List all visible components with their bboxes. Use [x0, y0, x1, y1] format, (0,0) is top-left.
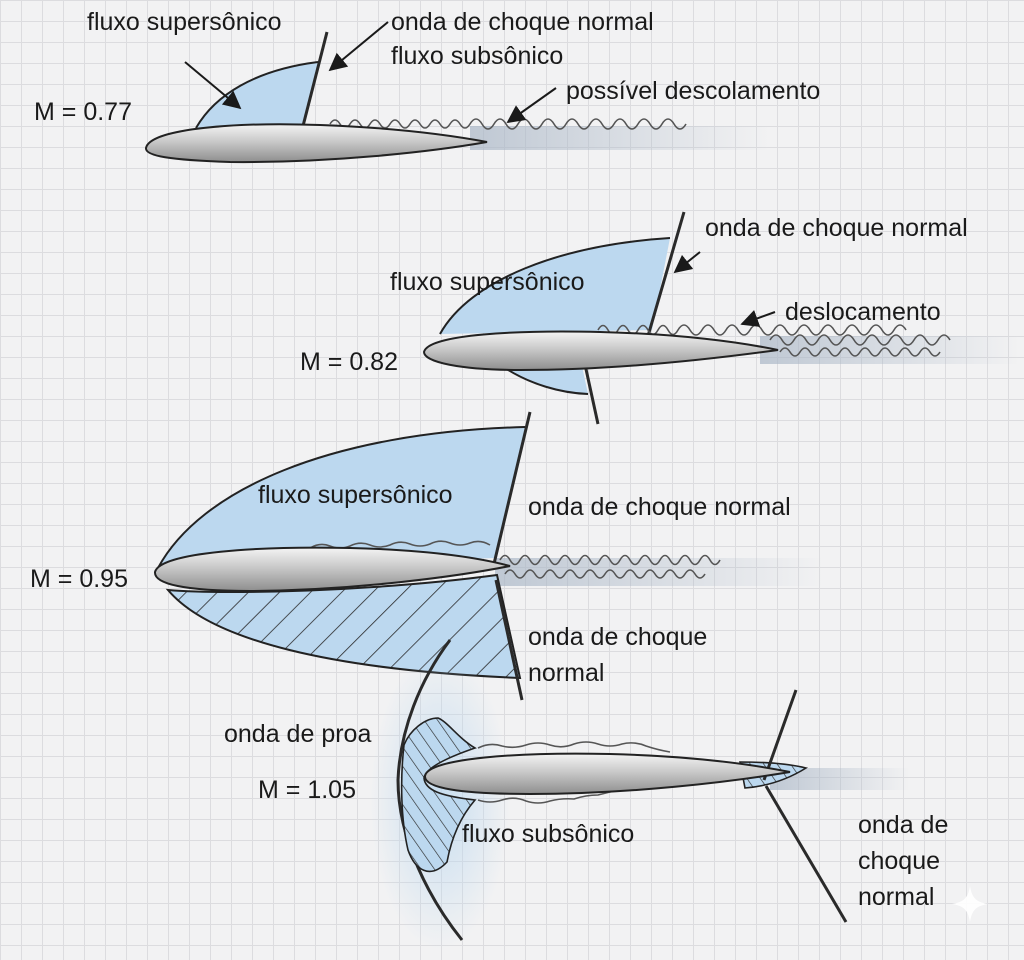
separation-curls: [329, 118, 687, 130]
pointer-arrow: [184, 61, 242, 110]
separation-curls: [769, 334, 951, 346]
label-normal-shock: onda de choque normal: [705, 214, 968, 242]
label-normal-shock-lower-1: onda de choque: [528, 623, 707, 651]
normal-shock-wave-upper: [491, 411, 532, 569]
normal-shock-wave-upper: [762, 689, 798, 781]
lower-supersonic-region: [505, 366, 588, 394]
label-normal-shock: onda de choque normal: [391, 8, 654, 36]
bow-wave: [396, 639, 464, 941]
mach-number: M = 0.82: [300, 348, 398, 376]
supersonic-region: [440, 238, 670, 334]
label-normal-shock-upper: onda de choque normal: [528, 493, 791, 521]
supersonic-region-upper: [158, 427, 525, 568]
label-supersonic-flow: fluxo supersônico: [87, 8, 282, 36]
normal-shock-wave-lower: [764, 785, 848, 923]
label-normal-shock-1: onda de: [858, 811, 948, 839]
normal-shock-wave: [646, 211, 686, 337]
label-possible-separation: possível descolamento: [566, 77, 820, 105]
boundary-layer: [477, 741, 671, 753]
wake: [495, 558, 825, 586]
diagram-m095: M = 0.95 fluxo supersônico onda de choqu…: [30, 411, 825, 701]
diagram-m082: M = 0.82 onda de choque normal fluxo sup…: [300, 211, 1020, 425]
diagram-m105: onda de proa M = 1.05 fluxo subsônico on…: [224, 639, 948, 950]
separation-curls: [779, 347, 941, 357]
supersonic-region-outline: [195, 61, 319, 129]
supersonic-region-upper-outline: [157, 426, 526, 569]
normal-shock-wave-lower: [494, 579, 524, 701]
pointer-arrow: [673, 251, 701, 274]
lower-supersonic-outline: [504, 367, 589, 395]
label-normal-shock-lower-2: normal: [528, 659, 604, 687]
sparkle-icon: [952, 886, 988, 922]
wake: [770, 768, 910, 790]
label-separation: deslocamento: [785, 298, 941, 326]
airfoil: [422, 330, 779, 372]
boundary-layer: [477, 788, 623, 804]
mach-number: M = 0.95: [30, 565, 128, 593]
supersonic-region-outline: [439, 237, 671, 335]
pointer-arrow: [506, 87, 557, 124]
label-subsonic-flow: fluxo subsônico: [391, 42, 563, 70]
mach-number: M = 0.77: [34, 98, 132, 126]
diagram-m077: M = 0.77 fluxo supersônico onda de choqu…: [34, 8, 820, 164]
label-normal-shock-2: choque: [858, 847, 940, 875]
separation-curls: [597, 324, 907, 336]
airfoil: [424, 752, 791, 796]
label-bow-wave: onda de proa: [224, 720, 371, 748]
lower-shock-wave: [582, 359, 600, 425]
label-supersonic-flow: fluxo supersônico: [258, 481, 453, 509]
wake: [470, 126, 770, 150]
subsonic-region-hatched: [400, 717, 477, 873]
label-normal-shock-3: normal: [858, 883, 934, 911]
pointer-arrow: [328, 21, 389, 72]
pointer-arrow: [740, 310, 776, 327]
label-subsonic-flow: fluxo subsônico: [462, 820, 634, 848]
mach-number: M = 1.05: [258, 776, 356, 804]
airfoil: [154, 546, 511, 593]
supersonic-region: [196, 62, 318, 128]
airfoil: [145, 123, 488, 164]
label-supersonic-flow: fluxo supersônico: [390, 268, 585, 296]
separation-curls: [499, 554, 721, 566]
separation-curls: [504, 569, 706, 579]
normal-shock-wave: [301, 31, 329, 127]
